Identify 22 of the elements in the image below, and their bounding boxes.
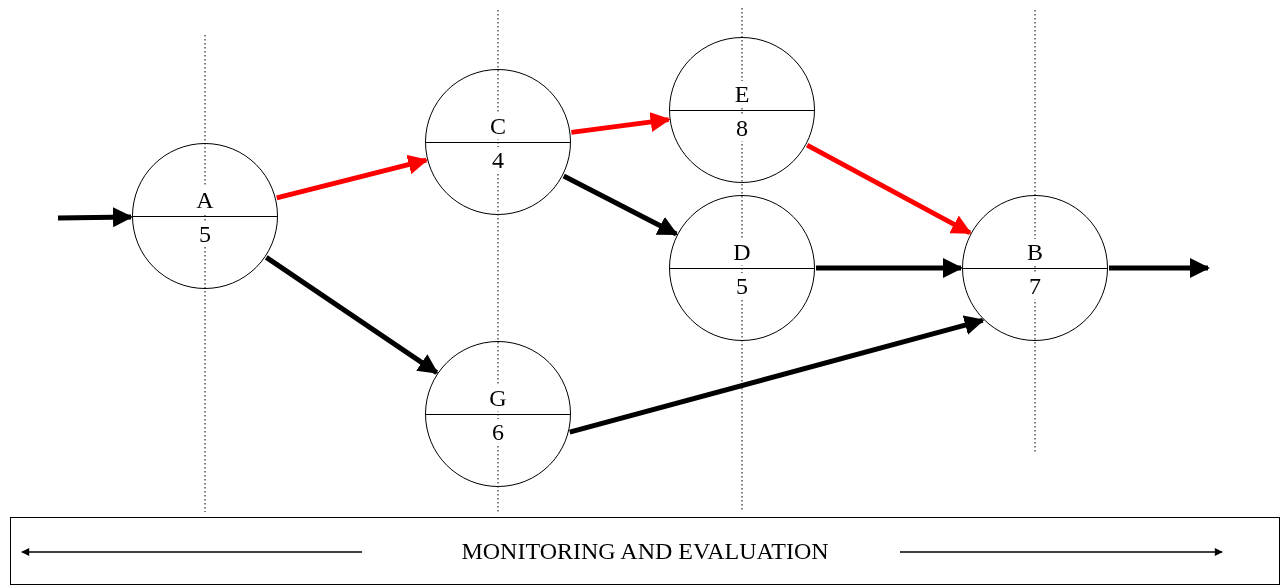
- arrow: [57, 207, 133, 228]
- arrow: [571, 112, 671, 135]
- activity-duration: 7: [1028, 273, 1042, 299]
- arrow: [805, 142, 972, 236]
- arrow: [816, 258, 963, 278]
- activity-duration: 5: [198, 221, 212, 247]
- activity-duration: 6: [491, 419, 505, 445]
- activity-letter: D: [732, 239, 752, 265]
- activity-letter: E: [733, 81, 751, 107]
- activity-duration: 4: [491, 147, 505, 173]
- arrow: [1109, 258, 1210, 278]
- activity-letter: B: [1026, 239, 1044, 265]
- activity-duration: 8: [735, 115, 749, 141]
- activity-duration: 5: [735, 273, 749, 299]
- arrow: [276, 154, 429, 201]
- arrow: [562, 173, 679, 237]
- activity-letter: A: [195, 187, 215, 213]
- arrow: [569, 315, 985, 435]
- arrow: [264, 255, 439, 375]
- timeline-band: [10, 517, 1280, 585]
- activity-letter: G: [488, 385, 508, 411]
- activity-letter: C: [489, 113, 507, 139]
